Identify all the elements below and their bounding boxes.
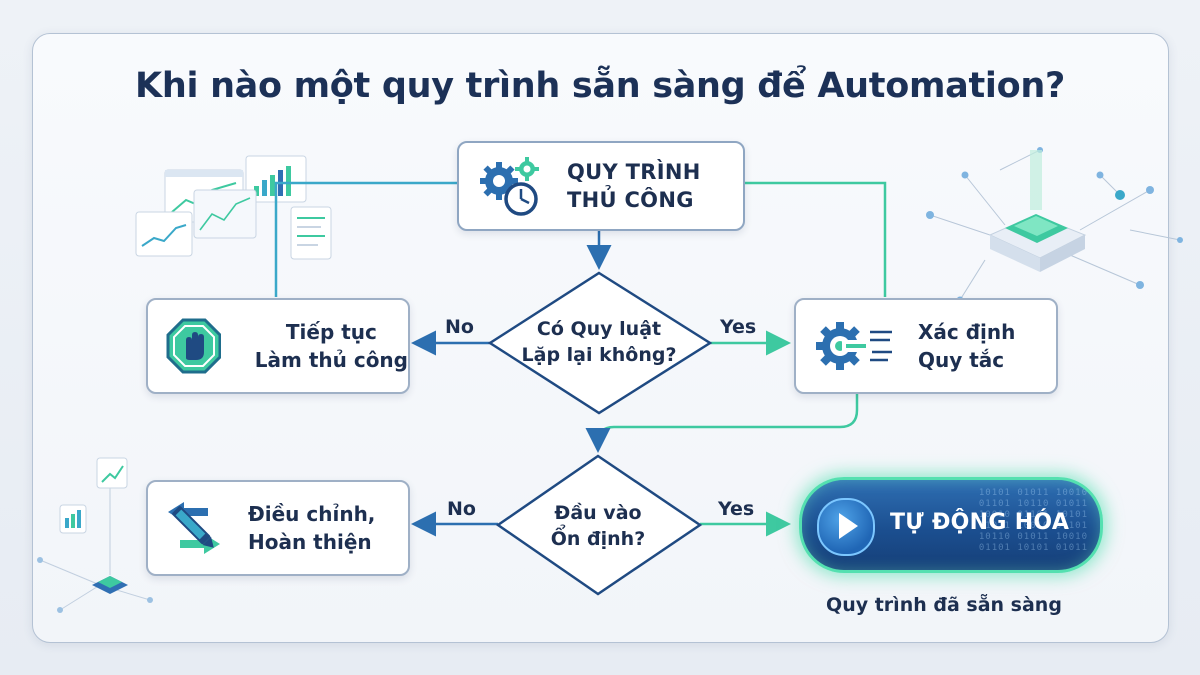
connector-manual-to-rules — [743, 181, 887, 297]
edge-label-no-2: No — [447, 498, 476, 520]
play-icon — [817, 498, 875, 556]
node-adjust-refine: Điều chỉnh, Hoàn thiện — [146, 480, 410, 576]
stop-hand-icon — [166, 318, 221, 374]
decision-stable-line1: Đầu vào — [554, 502, 642, 524]
page-title: Khi nào một quy trình sẵn sàng để Automa… — [135, 66, 1065, 106]
decision-repeat-line1: Có Quy luật — [536, 318, 662, 340]
node-define-rules: Xác định Quy tắc — [794, 298, 1058, 394]
connector-manual-to-continue — [274, 181, 457, 297]
chip-illustration — [988, 150, 1087, 272]
edge-label-no-1: No — [445, 316, 474, 338]
dashboard-cards-illustration — [135, 155, 332, 260]
gears-clock-icon — [480, 157, 539, 216]
node-adjust-line2: Hoàn thiện — [248, 530, 372, 554]
automation-caption: Quy trình đã sẵn sàng — [826, 594, 1062, 616]
decision-stable-text: Đầu vào Ổn định? — [508, 500, 688, 552]
decision-diamond-repeat — [487, 271, 713, 415]
arrow-rules-to-decision2 — [585, 391, 859, 453]
node-manual-line1: QUY TRÌNH — [567, 160, 701, 184]
network-chip-illustration — [929, 149, 1181, 301]
decision-stable-line2: Ổn định? — [550, 528, 646, 550]
gear-list-icon — [816, 322, 892, 370]
node-manual-line2: THỦ CÔNG — [567, 188, 694, 212]
node-rules-line2: Quy tắc — [918, 348, 1005, 372]
node-continue-line2: Làm thủ công — [254, 348, 408, 372]
network-nodes — [926, 147, 1183, 304]
bottom-left-nodes — [37, 457, 153, 613]
node-continue-manual: Tiếp tục Làm thủ công — [146, 298, 410, 394]
decision-repeat-line2: Lặp lại không? — [521, 344, 677, 366]
node-adjust-line1: Điều chỉnh, — [248, 502, 376, 526]
node-continue-line1: Tiếp tục — [285, 320, 377, 344]
automation-label: TỰ ĐỘNG HÓA — [890, 510, 1070, 535]
edge-label-yes-2: Yes — [718, 498, 755, 520]
node-rules-line1: Xác định — [918, 320, 1016, 344]
pen-arrows-icon — [168, 502, 220, 554]
decision-repeat-text: Có Quy luật Lặp lại không? — [500, 316, 698, 368]
edge-label-yes-1: Yes — [720, 316, 757, 338]
node-manual-process: QUY TRÌNH THỦ CÔNG — [457, 141, 745, 231]
decision-diamond-stable — [495, 454, 703, 596]
